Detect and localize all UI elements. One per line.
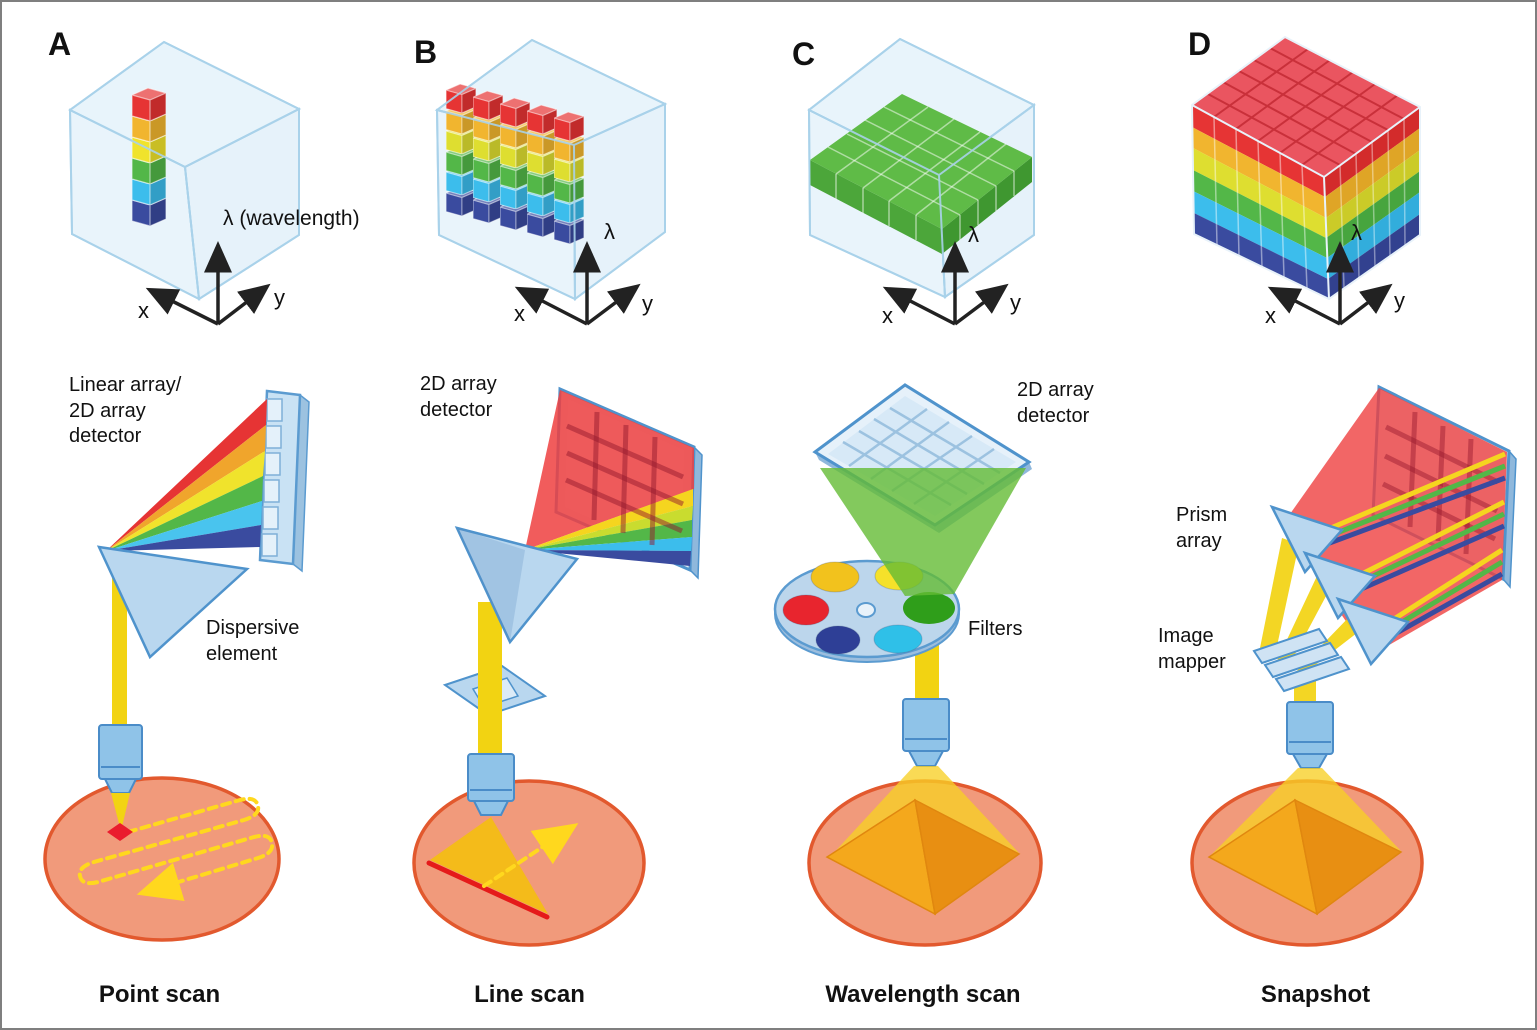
dispersive-element-label: Dispersive element [206,617,300,665]
illuminated-area-d [1207,798,1403,916]
data-cube-a [68,40,302,301]
axes-a [145,241,271,326]
y-axis-label-a: y [274,285,285,310]
lambda-axis-label-a: λ (wavelength) [223,207,360,230]
cube-right-face-layers [1324,107,1420,299]
objective-lens-b [467,753,515,816]
illuminated-line [426,860,550,920]
detector-label-a: Linear array/ 2D array detector [69,374,182,448]
y-axis-arrow [585,283,641,326]
detector-label-b: 2D array detector [420,373,497,421]
prism-array-label: Prism array [1176,504,1228,552]
detector-grid-d [1381,411,1500,555]
filter-green [903,592,955,624]
lambda-axis-label-c: λ [968,222,979,247]
sample-b [412,779,646,947]
illuminated-area-c [825,798,1021,916]
y-axis-label-c: y [1010,290,1021,315]
image-mapper-label: Image mapper [1158,625,1226,673]
x-axis-arrow [514,286,588,326]
caption-line-scan: Line scan [474,981,585,1008]
linear-array-detector [258,389,310,573]
focused-beam-a [111,793,130,831]
y-axis-arrow [216,283,271,326]
data-cube-b [434,38,668,301]
panel-letter-a: A [48,26,72,62]
objective-lens-c [902,698,950,767]
axes-d [1267,241,1393,326]
spectral-fan-b [525,390,694,566]
panel-d-graphics [1190,35,1517,947]
x-axis-label-c: x [882,303,893,328]
line-illumination-fan [430,817,548,914]
prism-array [1269,504,1411,667]
axes-b [514,241,641,326]
x-axis-label-b: x [514,301,525,326]
y-axis-arrow [1338,283,1393,326]
wheel-hub [856,602,876,618]
caption-wavelength-scan: Wavelength scan [825,981,1021,1008]
x-axis-arrow [882,286,956,326]
panel-b-graphics [412,38,703,947]
detector-label-c: 2D array detector [1017,379,1094,427]
sheet-beam [478,602,502,754]
objective-lens-d [1286,701,1334,769]
x-axis-label-d: x [1265,303,1276,328]
filters-label: Filters [968,618,1023,640]
y-axis-label-b: y [642,291,653,316]
focus-spot [107,823,133,841]
caption-point-scan: Point scan [98,981,221,1008]
x-axis-label-a: x [138,298,149,323]
dispersive-prism-b [454,526,580,645]
panel-c-graphics [773,37,1043,947]
lambda-axis-label-d: λ [1351,220,1362,245]
green-wavelength-layer [810,94,1032,254]
dispersive-prism [96,545,250,660]
voxel-column-a [132,88,166,226]
lambda-axis-label-b: λ [604,219,615,244]
detector-grid-b [564,411,685,546]
panel-a-graphics [43,40,310,942]
line-scan-direction-arrow [482,823,579,888]
panel-letter-b: B [414,34,438,70]
filter-blue [815,625,861,655]
excitation-beam [112,577,127,729]
cube-top-face [1192,37,1420,177]
caption-snapshot: Snapshot [1260,981,1371,1008]
raster-scan-path-arrow [77,796,275,902]
x-axis-arrow [1267,286,1341,326]
x-axis-arrow [145,287,219,326]
image-mapper [1252,627,1351,693]
y-axis-label-d: y [1394,288,1405,313]
panel-letter-c: C [792,36,816,72]
spectral-fan-a [106,399,267,551]
sample-a [43,776,281,942]
dispersed-beam-bundles [1311,451,1506,643]
cube-left-face-layers [1192,105,1329,299]
filter-cyan [873,624,923,654]
green-light-cone [820,468,1026,596]
data-cube-c [807,37,1036,299]
objective-lens-a [98,724,143,794]
filter-yellow [810,561,860,593]
y-axis-arrow [953,283,1009,326]
data-cube-d [1190,35,1421,301]
filter-red [782,594,830,626]
panel-letter-d: D [1188,26,1212,62]
axes-c [882,241,1009,326]
